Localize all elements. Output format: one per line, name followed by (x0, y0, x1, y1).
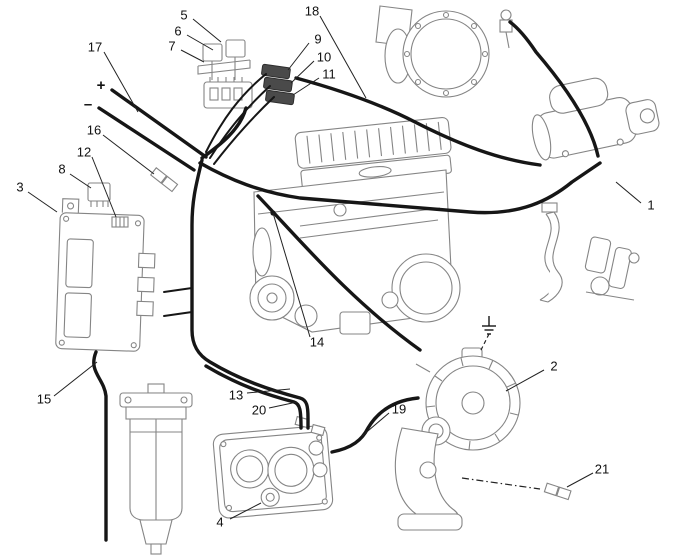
callout-13: 13 (229, 387, 243, 402)
callout-leader-14 (272, 212, 311, 338)
callout-7: 7 (168, 38, 175, 53)
callout-leader-17 (103, 51, 139, 113)
ground-symbol (482, 316, 496, 335)
callout-leader-1 (615, 181, 642, 204)
callout-15: 15 (37, 391, 51, 406)
connector-12 (111, 216, 129, 228)
callout-leader-2 (505, 369, 545, 392)
callout-19: 19 (392, 401, 406, 416)
flywheel-housing (375, 5, 490, 98)
callout-leader-10 (290, 60, 315, 84)
solenoid-valve (584, 236, 640, 301)
callout-2: 2 (550, 358, 557, 373)
connector-stack (261, 63, 295, 106)
fuel-filter (119, 383, 193, 555)
callout-leader-20 (268, 401, 298, 409)
second-panel-wire (204, 364, 303, 430)
callout-leader-11 (292, 77, 320, 96)
callout-11: 11 (322, 66, 336, 81)
wiring-harness (92, 20, 602, 542)
battery-positive-label: + (97, 77, 106, 94)
callout-leader-16 (102, 134, 155, 175)
callout-9: 9 (314, 31, 321, 46)
callout-leader-4 (229, 502, 262, 520)
callout-1: 1 (647, 197, 654, 212)
battery-negative-label: – (84, 96, 92, 113)
dash-to-connector-21 (461, 477, 541, 490)
callout-leader-7 (180, 49, 205, 63)
ecu-bottom-loop (92, 350, 108, 542)
starter-top-cable (508, 20, 600, 158)
instrument-panel (212, 425, 334, 519)
callout-leader-12 (91, 156, 117, 218)
callout-leader-18 (319, 15, 367, 99)
callout-leader-15 (53, 361, 98, 397)
callout-20: 20 (252, 402, 266, 417)
panel-to-alternator (330, 396, 420, 454)
top-cross-cable (294, 76, 542, 167)
callout-leader-8 (69, 173, 92, 189)
callout-21: 21 (595, 461, 609, 476)
callout-leader-6 (186, 34, 214, 51)
callout-14: 14 (310, 334, 324, 349)
inline-connector-16 (149, 167, 179, 193)
relays-and-fuse-block (197, 39, 253, 109)
callout-8: 8 (58, 161, 65, 176)
control-unit (55, 198, 156, 352)
mounting-bracket (394, 427, 463, 531)
callout-16: 16 (87, 122, 101, 137)
hose (539, 202, 563, 303)
battery-negative-cable (97, 106, 196, 172)
battery-positive-cable (110, 88, 208, 159)
callout-3: 3 (16, 179, 23, 194)
callout-leader-13 (246, 388, 291, 394)
left-vertical-run (190, 158, 310, 430)
callout-6: 6 (174, 23, 181, 38)
callout-leader-5 (192, 18, 222, 43)
callout-10: 10 (317, 49, 331, 64)
callout-17: 17 (88, 39, 102, 54)
callout-5: 5 (180, 7, 187, 22)
starter-motor (531, 77, 660, 161)
callout-leader-3 (27, 191, 58, 213)
valve-cover (294, 116, 452, 189)
main-cable-to-starter (198, 161, 602, 215)
callout-leader-21 (566, 472, 594, 488)
callout-leader-9 (287, 42, 310, 71)
sensor (499, 9, 513, 49)
callout-18: 18 (305, 3, 319, 18)
engine (249, 116, 461, 335)
callout-leader-19 (361, 412, 390, 437)
connector-21 (543, 482, 572, 501)
callout-12: 12 (77, 144, 91, 159)
ground-dashed-line (479, 333, 490, 353)
callout-4: 4 (216, 514, 223, 529)
